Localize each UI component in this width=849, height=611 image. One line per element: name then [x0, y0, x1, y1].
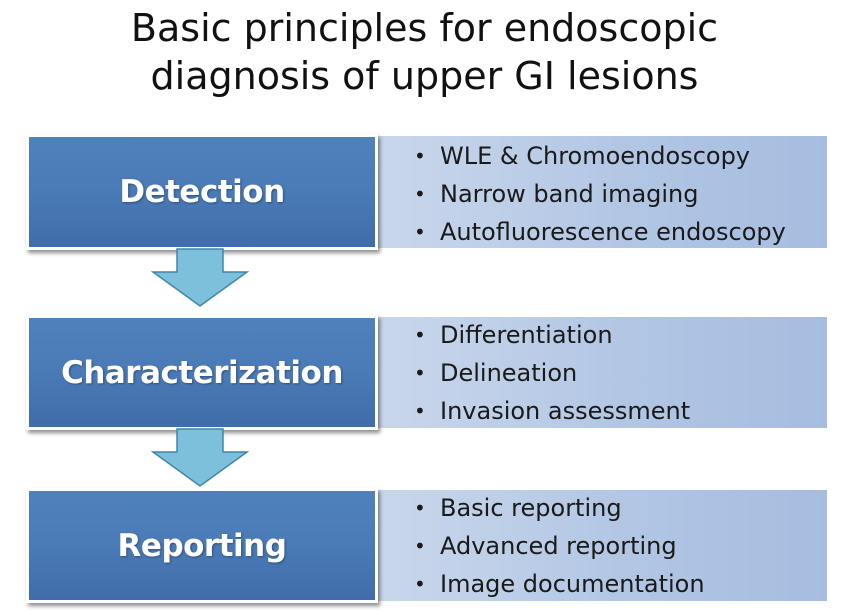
detection-band: [378, 136, 827, 248]
list-item: • Autofluorescence endoscopy: [412, 213, 786, 251]
detection-box: Detection: [26, 134, 378, 250]
bullet-icon: •: [414, 399, 426, 423]
bullet-icon: •: [414, 572, 426, 596]
reporting-box: Reporting: [26, 488, 378, 603]
list-item-text: Image documentation: [440, 570, 705, 598]
list-item-text: Invasion assessment: [440, 397, 691, 425]
title-line-2: diagnosis of upper GI lesions: [150, 54, 699, 98]
title-line-1: Basic principles for endoscopic: [130, 6, 719, 50]
bullet-icon: •: [414, 534, 426, 558]
bullet-icon: •: [414, 220, 426, 244]
list-item-text: Advanced reporting: [440, 532, 677, 560]
characterization-label: Characterization: [61, 354, 343, 391]
list-item: • Delineation: [412, 354, 690, 392]
list-item: • Invasion assessment: [412, 392, 690, 430]
list-item-text: Delineation: [440, 359, 578, 387]
list-item: • Image documentation: [412, 565, 705, 603]
bullet-icon: •: [414, 144, 426, 168]
detection-label: Detection: [119, 174, 285, 210]
list-item: • Advanced reporting: [412, 527, 705, 565]
characterization-band: [378, 317, 827, 428]
detection-list: • WLE & Chromoendoscopy • Narrow band imag…: [412, 137, 786, 251]
list-item-text: WLE & Chromoendoscopy: [440, 142, 751, 170]
list-item-text: Differentiation: [440, 321, 613, 349]
characterization-list: • Differentiation • Delineation • Invasion …: [412, 316, 690, 430]
list-item-text: Narrow band imaging: [440, 180, 699, 208]
reporting-list: • Basic reporting • Advanced reporting • Im…: [412, 489, 705, 603]
reporting-band: [378, 490, 827, 601]
bullet-icon: •: [414, 361, 426, 385]
diagram-title: Basic principles for endoscopic diagnosi…: [0, 4, 849, 100]
list-item: • Narrow band imaging: [412, 175, 786, 213]
list-item: • Basic reporting: [412, 489, 705, 527]
characterization-box: Characterization: [26, 315, 378, 430]
reporting-label: Reporting: [117, 527, 287, 564]
arrow-shape: [150, 248, 250, 307]
bullet-icon: •: [414, 182, 426, 206]
arrow-shape: [150, 428, 250, 487]
bullet-icon: •: [414, 323, 426, 347]
down-arrow-icon: [150, 248, 250, 307]
list-item: • Differentiation: [412, 316, 690, 354]
down-arrow-icon: [150, 428, 250, 487]
list-item-text: Basic reporting: [440, 494, 622, 522]
list-item-text: Autofluorescence endoscopy: [440, 218, 786, 246]
list-item: • WLE & Chromoendoscopy: [412, 137, 786, 175]
bullet-icon: •: [414, 496, 426, 520]
